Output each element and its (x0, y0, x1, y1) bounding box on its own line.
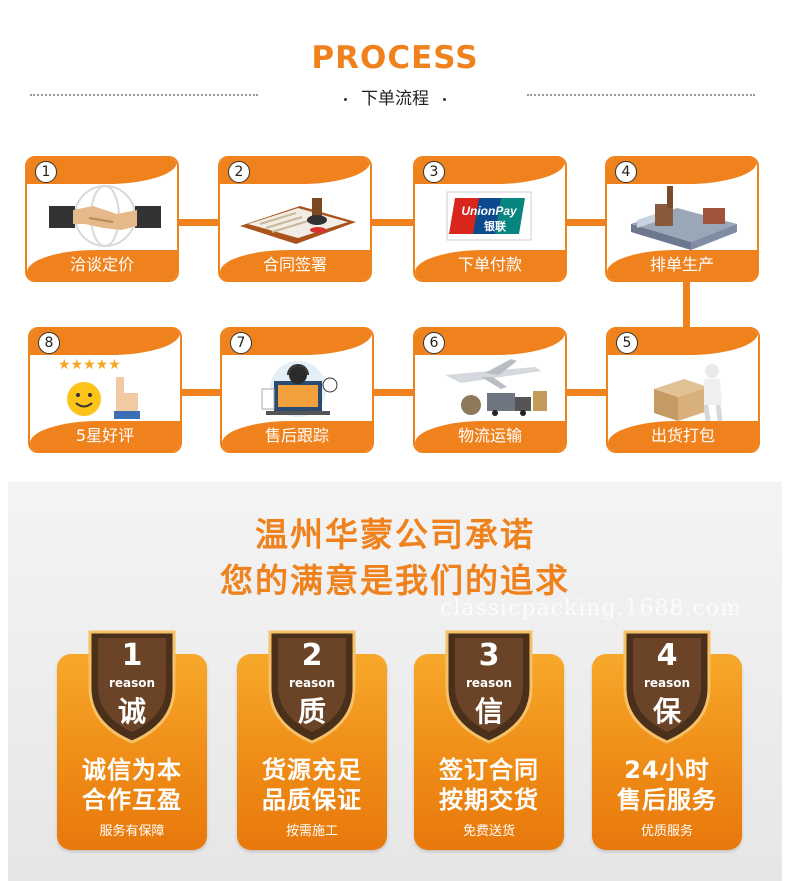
step-card-3: 3 UnionPay 银联 下单付款 (413, 156, 567, 282)
package-icon (608, 355, 758, 425)
step-card-1: 1 洽谈定价 (25, 156, 179, 282)
process-header: PROCESS 下单流程 (0, 0, 790, 120)
step-number: 7 (230, 332, 252, 354)
shield-icon: 2 reason 质 (266, 628, 358, 746)
badge-caption: 服务有保障 (99, 824, 165, 839)
unionpay-text: UnionPay (461, 204, 518, 218)
connector-7-8 (175, 389, 230, 396)
shield-number: 4 (656, 638, 678, 673)
divider-right (527, 94, 755, 96)
subtitle-text: 下单流程 (361, 89, 429, 109)
shield-char: 信 (474, 695, 503, 728)
step-label: 售后跟踪 (222, 421, 372, 451)
step-card-2: 2 合同签署 (218, 156, 372, 282)
badge-caption: 优质服务 (640, 824, 693, 839)
badge-line1: 签订合同 (439, 756, 539, 784)
step-number: 1 (35, 161, 57, 183)
step-label: 5星好评 (30, 421, 180, 451)
factory-icon (607, 184, 757, 254)
promise-title-line1: 温州华蒙公司承诺 (255, 515, 535, 554)
step-label: 出货打包 (608, 421, 758, 451)
shield-icon: 4 reason 保 (621, 628, 713, 746)
step-card-6: 6 物流运输 (413, 327, 567, 453)
step-number: 5 (616, 332, 638, 354)
handshake-icon (27, 184, 177, 254)
badge-line1: 货源充足 (262, 756, 362, 784)
five-star-rating-icon: ★★★★★ (30, 355, 180, 425)
step-label: 洽谈定价 (27, 250, 177, 280)
step-label: 合同签署 (220, 250, 370, 280)
watermark-text: classicpacking.1688.com (440, 596, 742, 621)
shield-reason: reason (465, 676, 513, 690)
connector-6-7 (368, 389, 423, 396)
bullet-dot (443, 97, 446, 101)
step-card-8: 8 ★★★★★ 5星好评 (28, 327, 182, 453)
shield-char: 质 (297, 695, 326, 728)
unionpay-icon: UnionPay 银联 (415, 184, 565, 254)
shield-number: 1 (121, 638, 143, 673)
promise-title-line2: 您的满意是我们的追求 (220, 561, 570, 600)
badge-line1: 24小时 (624, 756, 710, 784)
connector-5-6 (562, 389, 617, 396)
step-label: 下单付款 (415, 250, 565, 280)
page-title: PROCESS (311, 40, 479, 76)
step-label: 物流运输 (415, 421, 565, 451)
svg-text:★★★★★: ★★★★★ (58, 357, 121, 373)
connector-1-2 (170, 219, 225, 226)
shield-char: 保 (652, 695, 681, 728)
step-number: 2 (228, 161, 250, 183)
badge-line2: 品质保证 (262, 786, 362, 814)
shield-icon: 1 reason 诚 (86, 628, 178, 746)
badge-line2: 合作互盈 (82, 786, 182, 814)
connector-3-4 (560, 219, 615, 226)
shield-number: 2 (301, 638, 323, 673)
step-label: 排单生产 (607, 250, 757, 280)
step-card-5: 5 出货打包 (606, 327, 760, 453)
shield-icon: 3 reason 信 (443, 628, 535, 746)
shield-reason: reason (108, 676, 156, 690)
connector-4-5 (683, 280, 690, 332)
badge-line1: 诚信为本 (82, 756, 182, 784)
airplane-truck-icon (415, 355, 565, 425)
unionpay-cn-text: 银联 (484, 219, 506, 233)
shield-reason: reason (643, 676, 691, 690)
shield-number: 3 (478, 638, 500, 673)
connector-2-3 (365, 219, 420, 226)
step-number: 4 (615, 161, 637, 183)
step-number: 6 (423, 332, 445, 354)
customer-service-icon (222, 355, 372, 425)
divider-left (30, 94, 258, 96)
step-number: 3 (423, 161, 445, 183)
badge-line2: 按期交货 (439, 786, 539, 814)
badge-caption: 按需施工 (285, 824, 338, 839)
badge-caption: 免费送货 (462, 824, 515, 839)
step-number: 8 (38, 332, 60, 354)
badge-line2: 售后服务 (617, 786, 717, 814)
shield-reason: reason (288, 676, 336, 690)
bullet-dot (344, 97, 347, 101)
page-subtitle: 下单流程 (0, 84, 790, 109)
step-card-7: 7 售后跟踪 (220, 327, 374, 453)
shield-char: 诚 (117, 695, 146, 728)
step-card-4: 4 排单生产 (605, 156, 759, 282)
contract-seal-icon (220, 184, 370, 254)
